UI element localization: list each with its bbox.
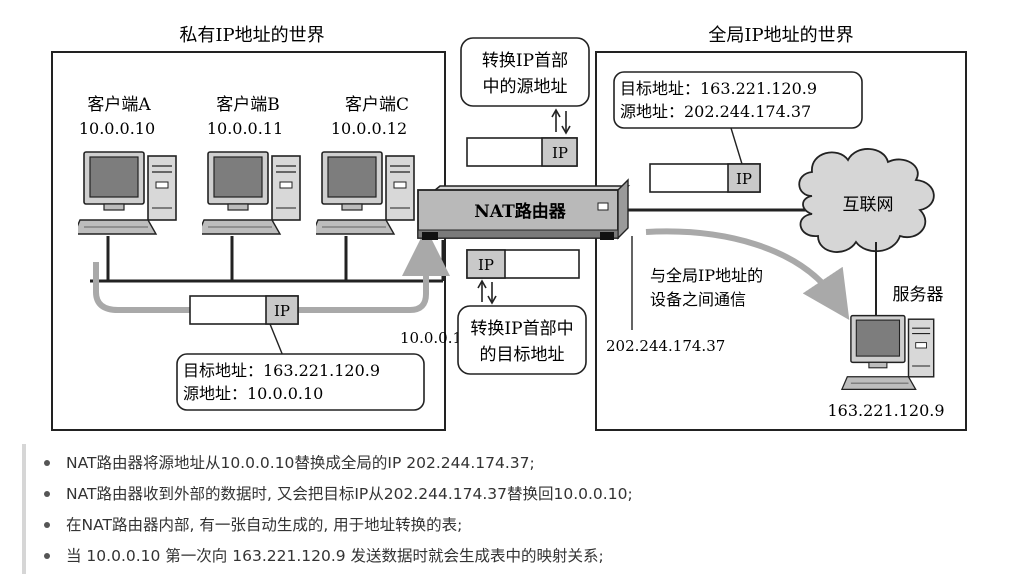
global-packet-callout [613,71,863,129]
dest-rewrite-callout [457,305,587,375]
private-flow-arrow [93,262,190,313]
note-item: NAT路由器收到外部的数据时, 又会把目标IP从202.244.174.37替换… [44,483,1002,514]
global-callout-dest: 目标地址：163.221.120.9 [620,79,817,98]
private-world-title: 私有IP地址的世界 [179,25,324,46]
comm-note-line1: 与全局IP地址的 [650,266,763,285]
client-c-ip: 10.0.0.12 [331,119,407,138]
router-label: NAT路由器 [474,201,566,222]
client-a-name: 客户端A [87,95,151,115]
router-status-led [597,202,609,211]
source-rewrite-line1: 转换IP首部 [482,51,568,71]
dest-rewrite-line1: 转换IP首部中 [470,319,573,339]
global-world-frame [595,51,967,431]
source-rewrite-callout [460,37,590,107]
server-name: 服务器 [893,285,944,305]
private-callout-dest: 目标地址：163.221.120.9 [183,361,380,380]
note-item: 当 10.0.0.10 第一次向 163.221.120.9 发送数据时就会生成… [44,545,1002,576]
router-outer-ip: 202.244.174.37 [606,337,725,355]
client-c-name: 客户端C [345,95,409,115]
outgoing-packet-ip-label: IP [552,144,568,162]
client-a-ip: 10.0.0.10 [79,119,155,138]
global-flow-arrow [645,228,850,320]
client-b-name: 客户端B [216,95,280,115]
internet-cloud-icon [798,148,935,253]
server-computer-icon [841,314,935,391]
client-a-computer-icon [78,151,177,235]
note-item: NAT路由器将源地址从10.0.0.10替换成全局的IP 202.244.174… [44,452,1002,483]
internet-label: 互联网 [843,195,894,215]
note-item: 在NAT路由器内部, 有一张自动生成的, 用于地址转换的表; [44,514,1002,545]
comm-note-line2: 设备之间通信 [650,290,746,309]
client-b-computer-icon [202,151,301,235]
client-b-ip: 10.0.0.11 [207,119,283,138]
router-inner-ip: 10.0.0.1 [400,329,462,347]
source-rewrite-line2: 中的源地址 [483,77,568,97]
global-packet-ip-label: IP [736,170,752,188]
global-world-title: 全局IP地址的世界 [708,25,853,46]
private-packet-ip-label: IP [274,302,290,320]
nat-diagram: 私有IP地址的世界 全局IP地址的世界 客户端A 10.0.0.10 客户端B … [51,25,967,431]
private-packet-callout [176,353,425,411]
notes-list: NAT路由器将源地址从10.0.0.10替换成全局的IP 202.244.174… [22,444,1002,574]
client-c-computer-icon [316,151,415,235]
private-callout-src: 源地址：10.0.0.10 [183,384,323,403]
global-callout-src: 源地址：202.244.174.37 [620,102,811,121]
incoming-packet-ip-label: IP [478,256,494,274]
server-ip: 163.221.120.9 [827,401,944,420]
dest-rewrite-line2: 的目标地址 [480,345,565,365]
